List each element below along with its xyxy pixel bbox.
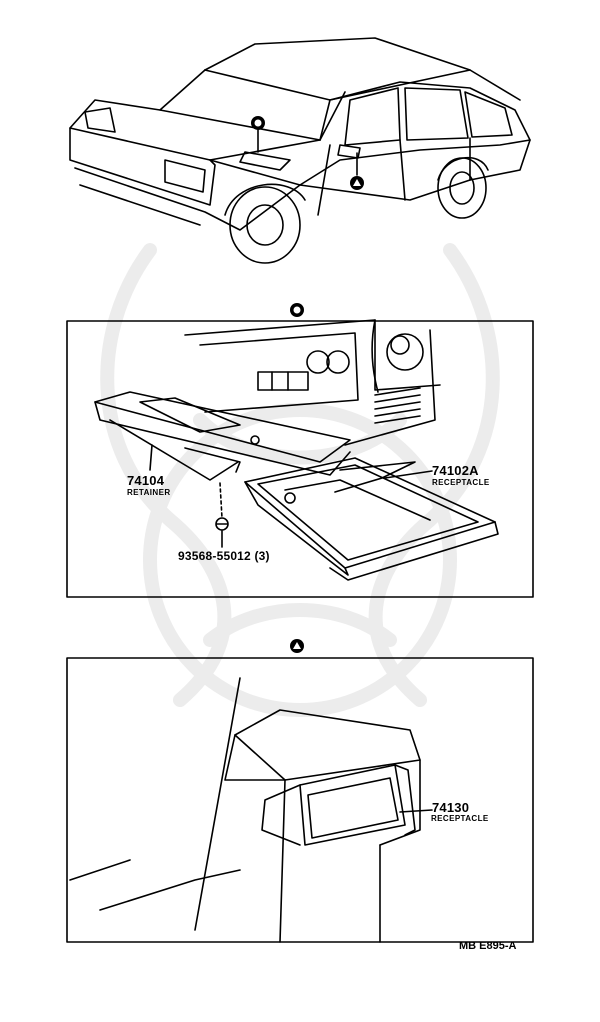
view-marker-circle-car: [251, 116, 265, 130]
ashtray-assembly-drawing: [94, 319, 499, 581]
callout-74130-number: 74130: [432, 800, 470, 815]
view-marker-circle-box1: [290, 303, 304, 317]
callout-74102a-number: 74102A: [432, 463, 479, 478]
callout-74130-name: RECEPTACLE: [431, 814, 489, 823]
car-illustration: [69, 37, 531, 264]
callout-74104-number: 74104: [127, 473, 165, 488]
diagram-code: MB E895-A: [459, 940, 517, 952]
view-frame-1: [66, 320, 534, 598]
callout-93568-number: 93568-55012 (3): [178, 549, 270, 563]
callout-74102a-name: RECEPTACLE: [432, 478, 490, 487]
view-marker-triangle-box2: [290, 639, 304, 653]
callout-74104-name: RETAINER: [127, 488, 171, 497]
view-frame-2: [66, 657, 534, 943]
rear-console-drawing: [69, 677, 433, 943]
view-marker-triangle-car: [350, 176, 364, 190]
